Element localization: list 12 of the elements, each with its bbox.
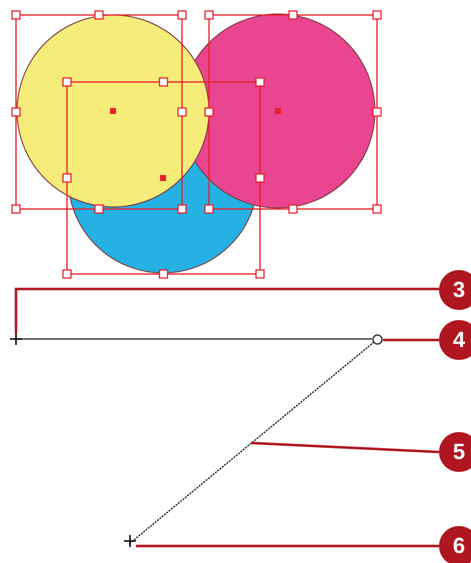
callout-number: 5	[439, 432, 471, 472]
callout-number: 4	[439, 320, 471, 360]
endpoint-circle	[372, 334, 383, 345]
callout-number: 6	[439, 526, 471, 563]
leader-line	[383, 338, 439, 342]
plus-icon	[10, 333, 22, 345]
leader-line	[251, 442, 440, 454]
leader-line	[136, 544, 439, 548]
leader-line	[14, 288, 439, 333]
plus-icon	[124, 535, 136, 547]
dotted-line-segment	[129, 342, 374, 544]
callout-number: 3	[439, 270, 471, 310]
